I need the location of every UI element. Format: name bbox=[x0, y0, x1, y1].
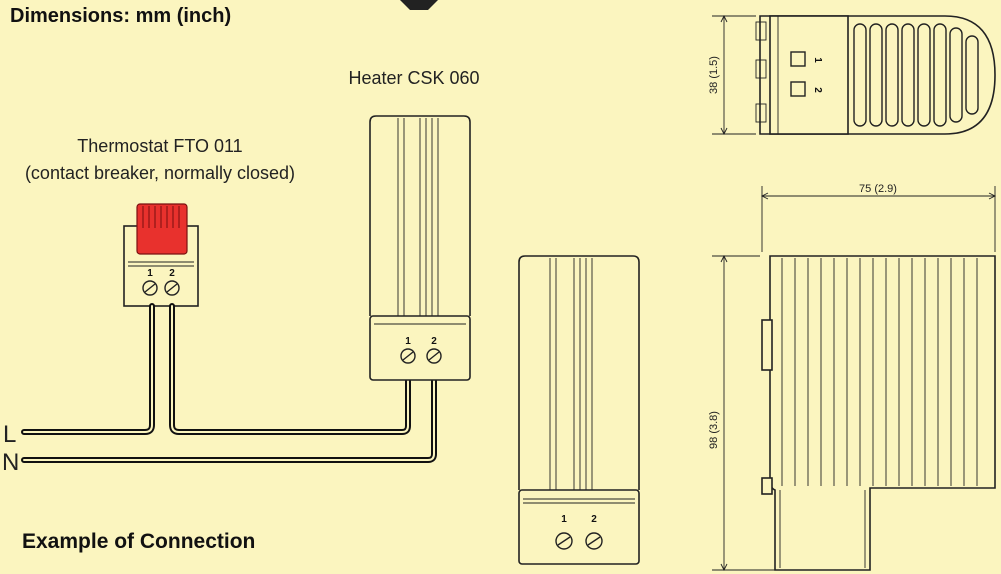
front-view-screw-1 bbox=[555, 532, 573, 550]
heater-screw-1 bbox=[400, 348, 416, 364]
front-view-body bbox=[518, 255, 640, 490]
front-view-screw-2 bbox=[585, 532, 603, 550]
thermostat-pin2-label: 2 bbox=[169, 268, 175, 279]
top-view-terminal-block bbox=[769, 15, 849, 135]
thermostat-name: Thermostat FTO 011 bbox=[77, 136, 242, 156]
side-view-fins bbox=[779, 258, 978, 568]
front-view-terminal-block bbox=[518, 489, 640, 565]
heater-screw-2 bbox=[426, 348, 442, 364]
top-partial-shape bbox=[400, 0, 438, 10]
top-view-terminal-1 bbox=[790, 51, 806, 67]
thermostat-pin1-label: 1 bbox=[147, 268, 153, 279]
thermostat-screw-1 bbox=[142, 280, 158, 296]
side-view-clip bbox=[761, 319, 773, 371]
thermostat-screw-2 bbox=[164, 280, 180, 296]
dimension-top-height: 38 (1.5) bbox=[708, 56, 720, 94]
connection-title: Example of Connection bbox=[22, 530, 255, 553]
heater-pin2-label: 2 bbox=[431, 336, 437, 347]
heater-name: Heater CSK 060 bbox=[348, 68, 479, 88]
dimension-height: 98 (3.8) bbox=[708, 411, 720, 449]
side-view: 75 (2.9) 98 (3.8) bbox=[708, 183, 997, 572]
top-view-vent-slots bbox=[853, 23, 979, 127]
top-view-terminal-2 bbox=[790, 81, 806, 97]
top-view-pin1-label: 1 bbox=[812, 57, 823, 63]
front-view-pin1-label: 1 bbox=[561, 514, 567, 525]
dimensions-title: Dimensions: mm (inch) bbox=[10, 5, 231, 27]
top-view: 1 2 38 (1.5) bbox=[708, 14, 996, 136]
side-view-body bbox=[769, 255, 996, 571]
thermostat-group: Thermostat FTO 011 (contact breaker, nor… bbox=[25, 136, 295, 307]
thermostat-description: (contact breaker, normally closed) bbox=[25, 163, 295, 183]
top-view-pin2-label: 2 bbox=[812, 87, 823, 93]
front-view-pin2-label: 2 bbox=[591, 514, 597, 525]
line-label: L bbox=[3, 421, 16, 448]
heater-terminal-block bbox=[369, 315, 471, 381]
side-view-rail-hook bbox=[761, 477, 773, 495]
heater-pin1-label: 1 bbox=[405, 336, 411, 347]
heater-group: Heater CSK 060 1 2 bbox=[348, 68, 480, 381]
neutral-label: N bbox=[2, 449, 19, 476]
front-view: 1 2 bbox=[518, 255, 640, 565]
dimension-width: 75 (2.9) bbox=[859, 183, 897, 195]
wiring: L N bbox=[2, 303, 437, 476]
